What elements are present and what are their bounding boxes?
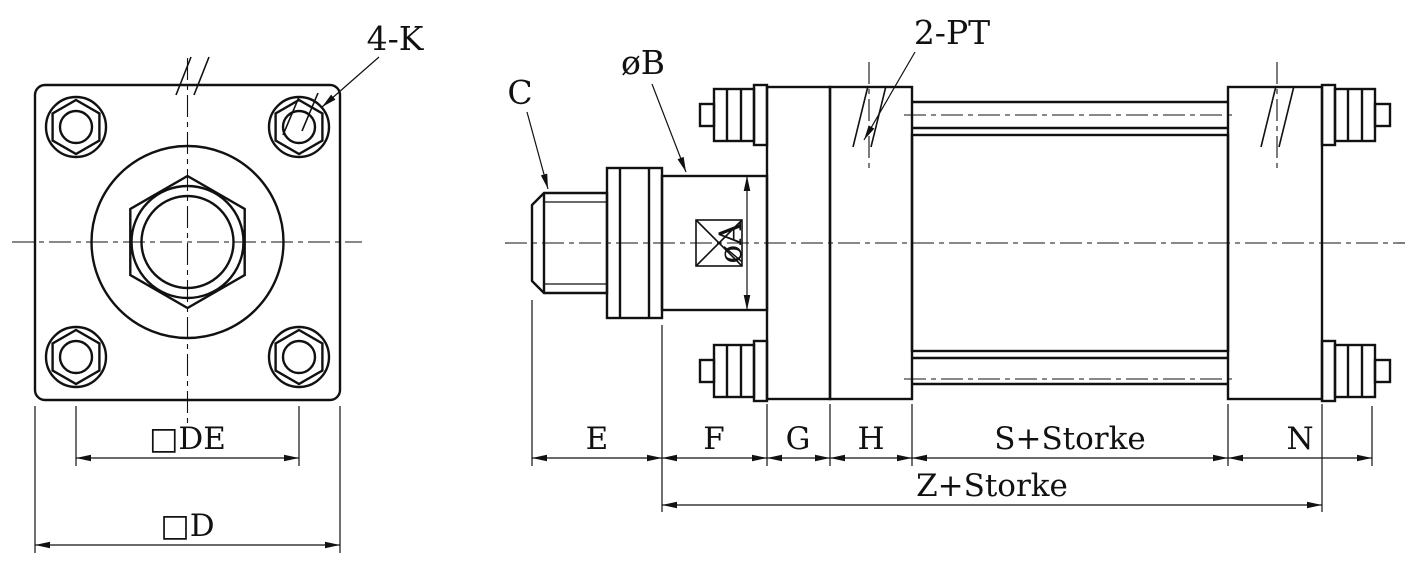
bolt-callout-leader: [321, 56, 380, 108]
side-view-centerlines: [505, 62, 1405, 380]
rod-flats-symbol: [695, 219, 743, 267]
tie-rod-nut-front-bottom: [698, 339, 769, 403]
side-view: C øB 2-PT øA E: [505, 13, 1405, 512]
tie-rod-bottom: [912, 356, 1228, 386]
dim-label-h: H: [857, 421, 884, 457]
rod-end-callout-label: C: [507, 73, 532, 112]
bolt-callout-label: 4-K: [367, 19, 425, 58]
dim-label-rod-diameter: øA: [713, 222, 749, 264]
piston-rod-circle: [140, 194, 235, 290]
front-view-centerlines: [12, 58, 362, 426]
dim-label-g: G: [786, 421, 811, 457]
front-view-dimensions: [34, 406, 341, 553]
tie-rod-nut-rear-bottom: [1320, 339, 1392, 403]
dim-label-s-stroke: S+Storke: [994, 421, 1146, 457]
rod-nut-hexagon: [129, 174, 246, 310]
tie-rod-nut-front-top: [698, 83, 769, 147]
dim-label-e: E: [586, 421, 609, 457]
rod-nut-chamfer-circle: [130, 184, 245, 300]
port-callout-label: 2-PT: [914, 13, 990, 52]
rod-diameter-callout-leader: [651, 83, 687, 173]
flange-bolt-top-left: [44, 95, 108, 159]
port-callout-leader: [863, 51, 916, 141]
rod-end-callout-leader: [526, 111, 549, 190]
rod-end-thread-lines: [544, 201, 607, 285]
tie-rod-nut-rear-top: [1320, 83, 1392, 147]
dim-label-f: F: [703, 421, 725, 457]
rod-diameter-callout-label: øB: [621, 43, 665, 82]
pilot-boss-circle: [90, 144, 285, 340]
dim-label-n: N: [1286, 421, 1313, 457]
flange-bolt-top-right: [267, 95, 331, 159]
flange-outline: [33, 83, 342, 402]
front-view-thread-marks: [175, 56, 319, 136]
flange-bolt-bottom-left: [44, 325, 108, 389]
dim-label-bolt-spacing: □DE: [149, 421, 226, 457]
front-view: 4-K □DE □D: [12, 19, 425, 553]
tie-rod-top: [912, 100, 1228, 130]
dim-label-z-stroke: Z+Storke: [916, 468, 1068, 504]
flange-bolt-bottom-right: [267, 325, 331, 389]
dim-label-outer-square: □D: [160, 508, 214, 544]
side-view-dimensions: [531, 300, 1373, 512]
